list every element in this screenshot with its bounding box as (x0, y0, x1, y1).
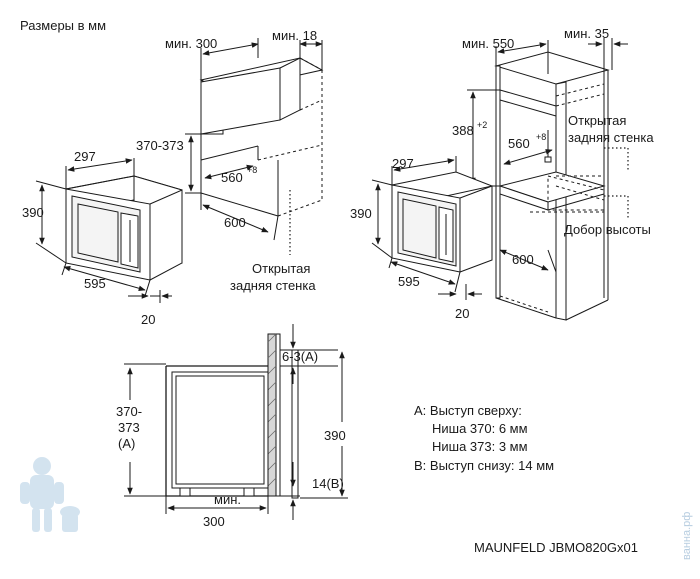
legend: A: Выступ сверху: Ниша 370: 6 мм Ниша 37… (414, 403, 554, 473)
left-oven-width: 595 (84, 276, 106, 291)
page-title: Размеры в мм (20, 18, 106, 33)
section-bottom-gap: 14(B) (312, 476, 344, 491)
right-front-overhang: 20 (455, 306, 469, 321)
right-niche-depth: 560 (508, 136, 530, 151)
cabinet-hatch (267, 333, 277, 487)
right-niche-height-tol: +2 (477, 120, 487, 130)
right-oven-height: 390 (350, 206, 372, 221)
side-section: 370- 373 (A) 6-3(A) 390 14(B) мин. 300 (116, 324, 348, 529)
plumber-mascot-icon (20, 457, 80, 532)
right-height-filler: Добор высоты (564, 222, 651, 237)
diagram-right: мин. 550 мин. 35 388 +2 560 +8 600 Откры… (350, 26, 654, 321)
diagram-left: мин. 300 мин. 18 370-373 560 +8 600 (22, 28, 324, 327)
section-top-gap: 6-3(A) (282, 349, 318, 364)
right-open-back-1: Открытая (568, 113, 626, 128)
left-niche-depth: 560 (221, 170, 243, 185)
left-open-back-1: Открытая (252, 261, 310, 276)
watermark-text: ванна.рф (681, 512, 693, 560)
section-depth-1: мин. (214, 492, 241, 507)
left-niche-width: 600 (224, 215, 246, 230)
right-back-gap-min: мин. 35 (564, 26, 609, 41)
section-total-height: 390 (324, 428, 346, 443)
left-oven-height: 390 (22, 205, 44, 220)
right-depth-min: мин. 550 (462, 36, 514, 51)
right-niche-height: 388 (452, 123, 474, 138)
left-niche-depth-tol: +8 (247, 165, 257, 175)
section-height-1: 370- (116, 404, 142, 419)
left-back-gap-min: мин. 18 (272, 28, 317, 43)
right-oven-width: 595 (398, 274, 420, 289)
section-height-2: 373 (118, 420, 140, 435)
niche-box-left (199, 57, 324, 255)
section-depth-2: 300 (203, 514, 225, 529)
left-open-back-2: задняя стенка (230, 278, 316, 293)
section-height-ref: (A) (118, 436, 135, 451)
oven-right (390, 171, 494, 273)
left-front-overhang: 20 (141, 312, 155, 327)
left-oven-depth: 297 (74, 149, 96, 164)
right-niche-depth-tol: +8 (536, 132, 546, 142)
left-niche-height: 370-373 (136, 138, 184, 153)
legend-b: B: Выступ снизу: 14 мм (414, 458, 554, 473)
oven-left (65, 175, 183, 281)
legend-a-373: Ниша 373: 3 мм (432, 439, 528, 454)
legend-a-370: Ниша 370: 6 мм (432, 421, 528, 436)
right-cabinet-width: 600 (512, 252, 534, 267)
right-oven-depth: 297 (392, 156, 414, 171)
model-name: MAUNFELD JBMO820Gx01 (474, 540, 638, 555)
tall-cabinet (494, 51, 629, 321)
legend-a: A: Выступ сверху: (414, 403, 522, 418)
right-open-back-2: задняя стенка (568, 130, 654, 145)
left-depth-min: мин. 300 (165, 36, 217, 51)
